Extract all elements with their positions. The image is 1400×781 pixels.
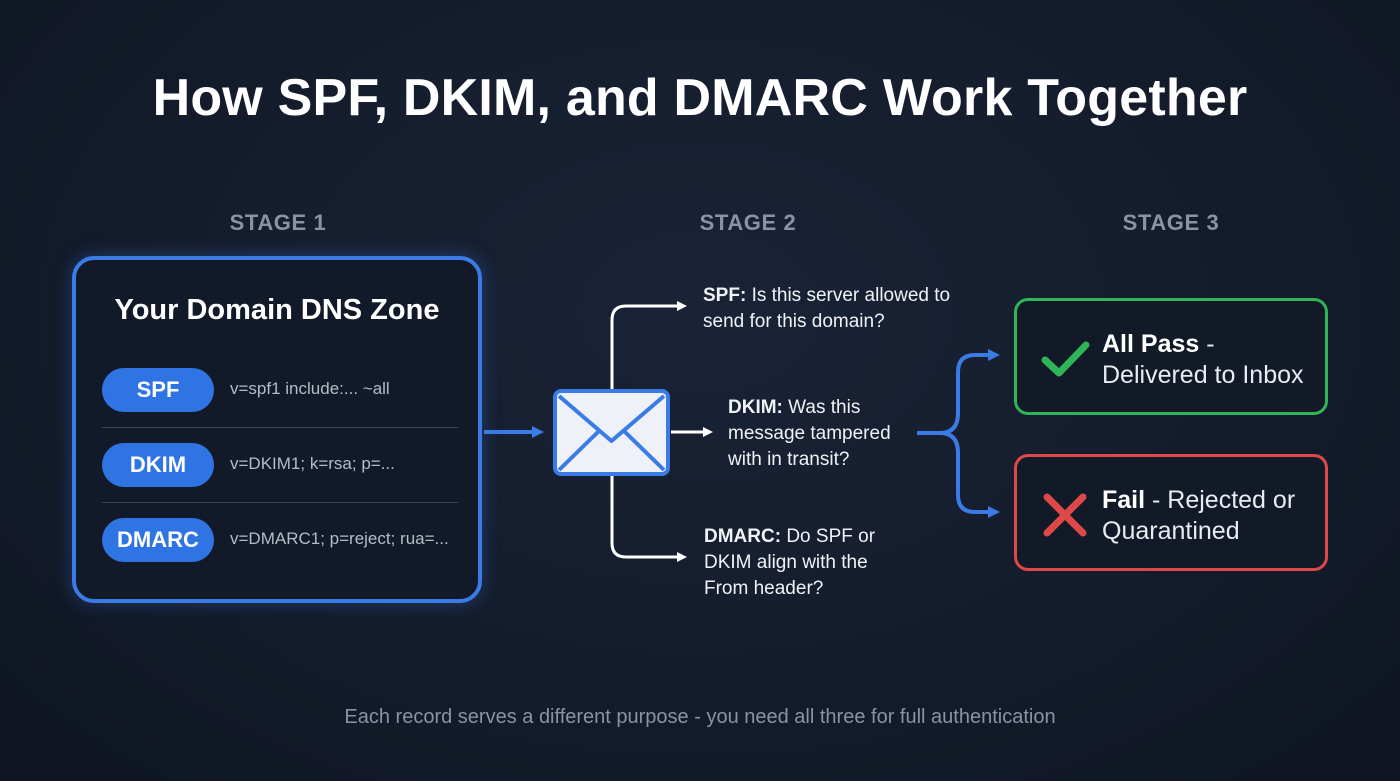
check-spf: SPF: Is this server allowed to send for … xyxy=(703,283,973,335)
check-spf-text: Is this server allowed to send for this … xyxy=(703,285,951,332)
stage-3-label: STAGE 3 xyxy=(1122,210,1220,235)
record-row-spf: SPF v=spf1 include:... ~all xyxy=(102,368,462,414)
result-fail-box: Fail - Rejected or Quarantined xyxy=(1014,454,1328,571)
result-fail-text: Fail - Rejected or Quarantined xyxy=(1102,485,1317,547)
record-value-dmarc: v=DMARC1; p=reject; rua=... xyxy=(230,529,449,548)
check-dmarc-label: DMARC: xyxy=(704,526,782,547)
dns-zone-title: Your Domain DNS Zone xyxy=(114,294,440,326)
result-pass-bold: All Pass xyxy=(1102,330,1200,358)
divider xyxy=(102,502,458,503)
record-row-dkim: DKIM v=DKIM1; k=rsa; p=... xyxy=(102,443,462,489)
branch-dmarc-arrow xyxy=(610,476,687,562)
result-pass-rest: - Delivered to Inbox xyxy=(1102,330,1304,389)
branch-spf-arrow xyxy=(610,301,687,389)
result-fail-rest: - Rejected or Quarantined xyxy=(1102,486,1296,545)
footer-caption: Each record serves a different purpose -… xyxy=(344,706,1056,728)
check-spf-label: SPF: xyxy=(703,285,747,306)
x-icon xyxy=(1043,493,1087,537)
divider xyxy=(102,427,458,428)
stage-1-label: STAGE 1 xyxy=(229,210,327,235)
stage-2-label: STAGE 2 xyxy=(699,210,797,235)
result-fail-bold: Fail xyxy=(1102,486,1146,514)
record-pill-dkim: DKIM xyxy=(102,443,214,487)
result-pass-text: All Pass - Delivered to Inbox xyxy=(1102,329,1325,391)
check-dmarc-text: Do SPF or DKIM align with the From heade… xyxy=(704,526,876,599)
check-dkim-text: Was this message tampered with in transi… xyxy=(728,397,891,470)
record-pill-spf: SPF xyxy=(102,368,214,412)
email-envelope-icon xyxy=(553,389,670,476)
dns-zone-box: Your Domain DNS Zone SPF v=spf1 include:… xyxy=(72,256,482,603)
record-value-dkim: v=DKIM1; k=rsa; p=... xyxy=(230,454,395,473)
check-dmarc: DMARC: Do SPF or DKIM align with the Fro… xyxy=(704,524,914,602)
record-pill-dmarc: DMARC xyxy=(102,518,214,562)
result-pass-box: All Pass - Delivered to Inbox xyxy=(1014,298,1328,415)
check-icon xyxy=(1041,341,1090,377)
record-value-spf: v=spf1 include:... ~all xyxy=(230,379,390,398)
page-title: How SPF, DKIM, and DMARC Work Together xyxy=(152,69,1248,127)
check-dkim: DKIM: Was this message tampered with in … xyxy=(728,395,918,473)
check-dkim-label: DKIM: xyxy=(728,397,783,418)
fork-to-fail-arrow xyxy=(939,431,1000,518)
record-row-dmarc: DMARC v=DMARC1; p=reject; rua=... xyxy=(102,518,462,564)
fork-to-pass-arrow xyxy=(917,349,1000,435)
